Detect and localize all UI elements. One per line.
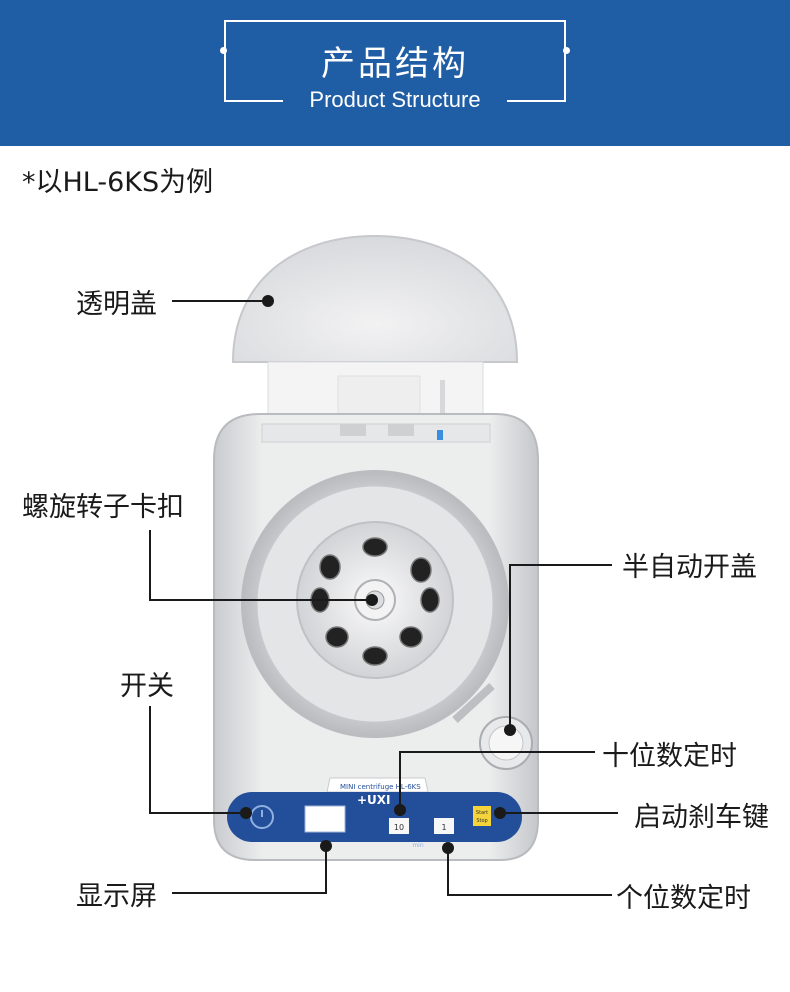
page-subtitle: Product Structure [283, 87, 507, 113]
callout-rotor-clip: 螺旋转子卡扣 [22, 492, 184, 523]
callout-dots [240, 295, 516, 854]
callout-ones-timer: 个位数定时 [616, 883, 751, 914]
callout-lines [149, 300, 618, 896]
frame-dot-right [563, 47, 570, 54]
header-banner: 产品结构 Product Structure [0, 0, 790, 146]
callout-transparent-lid: 透明盖 [76, 289, 157, 320]
page-title: 产品结构 [321, 44, 469, 84]
model-note: *以HL-6KS为例 [22, 167, 214, 198]
frame-dot-left [220, 47, 227, 54]
ones-timer-label: 1 [441, 823, 446, 832]
tens-timer-label: 10 [394, 823, 404, 832]
callout-power-switch: 开关 [120, 671, 174, 702]
callout-display: 显示屏 [76, 881, 157, 912]
model-text: MINI centrifuge HL-6KS [340, 783, 421, 791]
timer-unit-label: min [412, 842, 424, 849]
control-panel [227, 777, 522, 842]
stop-label: Stop [476, 818, 487, 824]
callout-tens-timer: 十位数定时 [602, 741, 737, 772]
callout-semi-auto-open: 半自动开盖 [622, 552, 757, 583]
transparent-lid [231, 234, 519, 421]
callout-start-brake: 启动刹车键 [634, 802, 769, 833]
brand-logo: +UXI [357, 793, 391, 807]
start-label: Start [476, 810, 488, 816]
